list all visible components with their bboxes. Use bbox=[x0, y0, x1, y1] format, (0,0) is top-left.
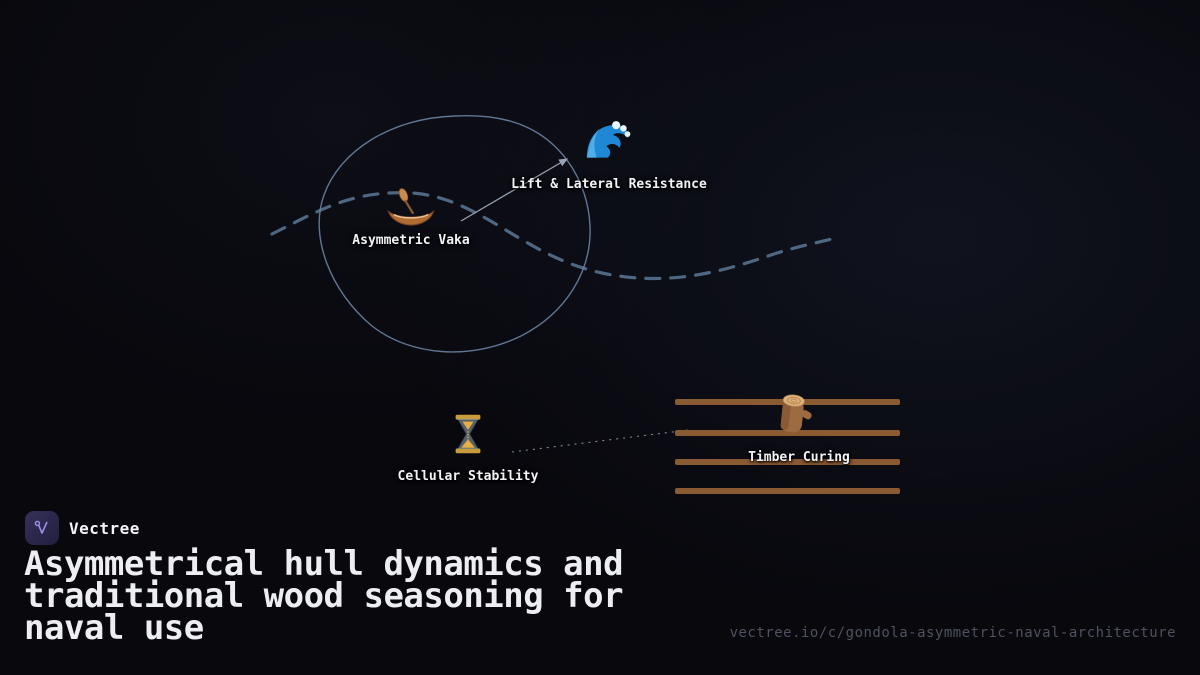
waterline-dashed-curve bbox=[270, 191, 837, 281]
page-title-line: traditional wood seasoning for bbox=[24, 576, 624, 616]
page-title-line: Asymmetrical hull dynamics and bbox=[24, 544, 624, 584]
arrow-vaka-to-lift bbox=[460, 158, 569, 222]
page-title-line: naval use bbox=[24, 608, 204, 648]
node-label-asymmetric-vaka: Asymmetric Vaka bbox=[352, 233, 470, 248]
wave-icon bbox=[586, 121, 631, 158]
hull-outline-shape bbox=[318, 114, 591, 353]
node-label-timber-curing: Timber Curing bbox=[748, 450, 850, 465]
timber-plank bbox=[675, 488, 900, 494]
vectree-logo-icon bbox=[25, 511, 59, 545]
node-asymmetric-vaka bbox=[387, 186, 435, 234]
hourglass-icon bbox=[455, 414, 481, 454]
canoe-icon bbox=[387, 188, 435, 226]
node-timber-curing bbox=[769, 387, 821, 439]
log-icon bbox=[780, 394, 812, 433]
node-label-cellular-stability: Cellular Stability bbox=[397, 469, 539, 484]
timber-plank bbox=[675, 430, 900, 436]
node-lift-lateral-resistance bbox=[582, 117, 634, 169]
node-cellular-stability bbox=[446, 412, 490, 456]
brand-row: Vectree bbox=[25, 511, 140, 545]
dotted-cellular-to-timber bbox=[511, 429, 689, 453]
timber-plank bbox=[675, 459, 900, 465]
brand-name: Vectree bbox=[69, 518, 140, 538]
page-title: Asymmetrical hull dynamics and tradition… bbox=[24, 544, 624, 648]
footer-url: vectree.io/c/gondola-asymmetric-naval-ar… bbox=[729, 625, 1176, 641]
node-label-lift-lateral-resistance: Lift & Lateral Resistance bbox=[511, 177, 707, 192]
